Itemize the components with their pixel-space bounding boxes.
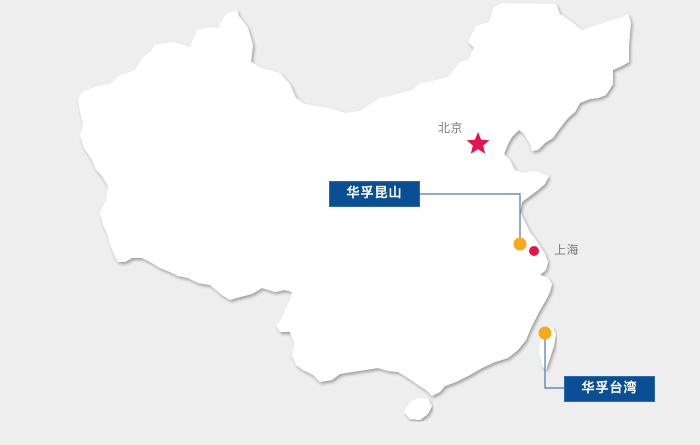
shanghai-label: 上海 xyxy=(554,243,580,257)
kunshan-callout-line xyxy=(420,193,521,244)
hainan-shape xyxy=(404,398,432,420)
kunshan-callout[interactable]: 华孚昆山 xyxy=(329,181,420,207)
kunshan-dot-icon[interactable] xyxy=(513,237,527,251)
beijing-label: 北京 xyxy=(438,121,464,135)
taiwan-dot-icon[interactable] xyxy=(538,326,552,340)
beijing-star-icon[interactable] xyxy=(466,132,490,154)
taiwan-callout-line xyxy=(544,333,565,389)
taiwan-callout[interactable]: 华孚台湾 xyxy=(564,376,655,402)
shanghai-dot-icon[interactable] xyxy=(529,246,539,256)
